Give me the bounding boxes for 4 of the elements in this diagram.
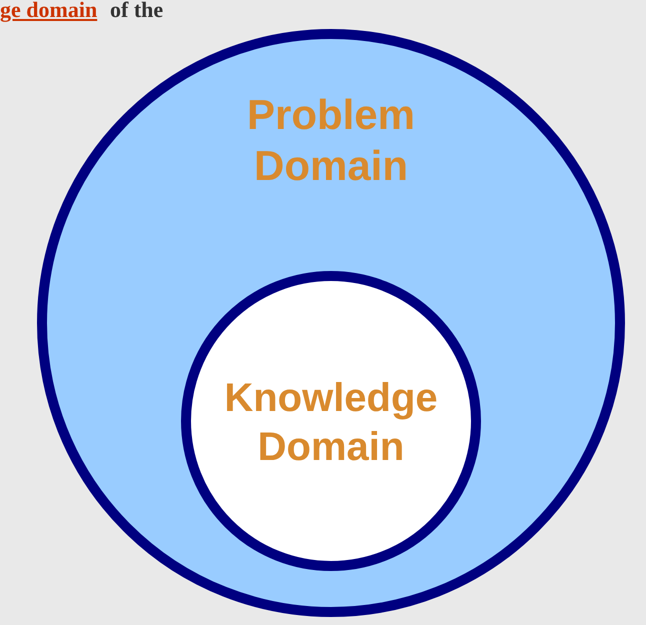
domain-label: Problem Domain <box>246 90 416 192</box>
domain-label: Knowledge Domain <box>223 375 439 471</box>
heading-fragment: ge domain <box>0 0 98 22</box>
heading-fragment: of the <box>110 0 164 22</box>
